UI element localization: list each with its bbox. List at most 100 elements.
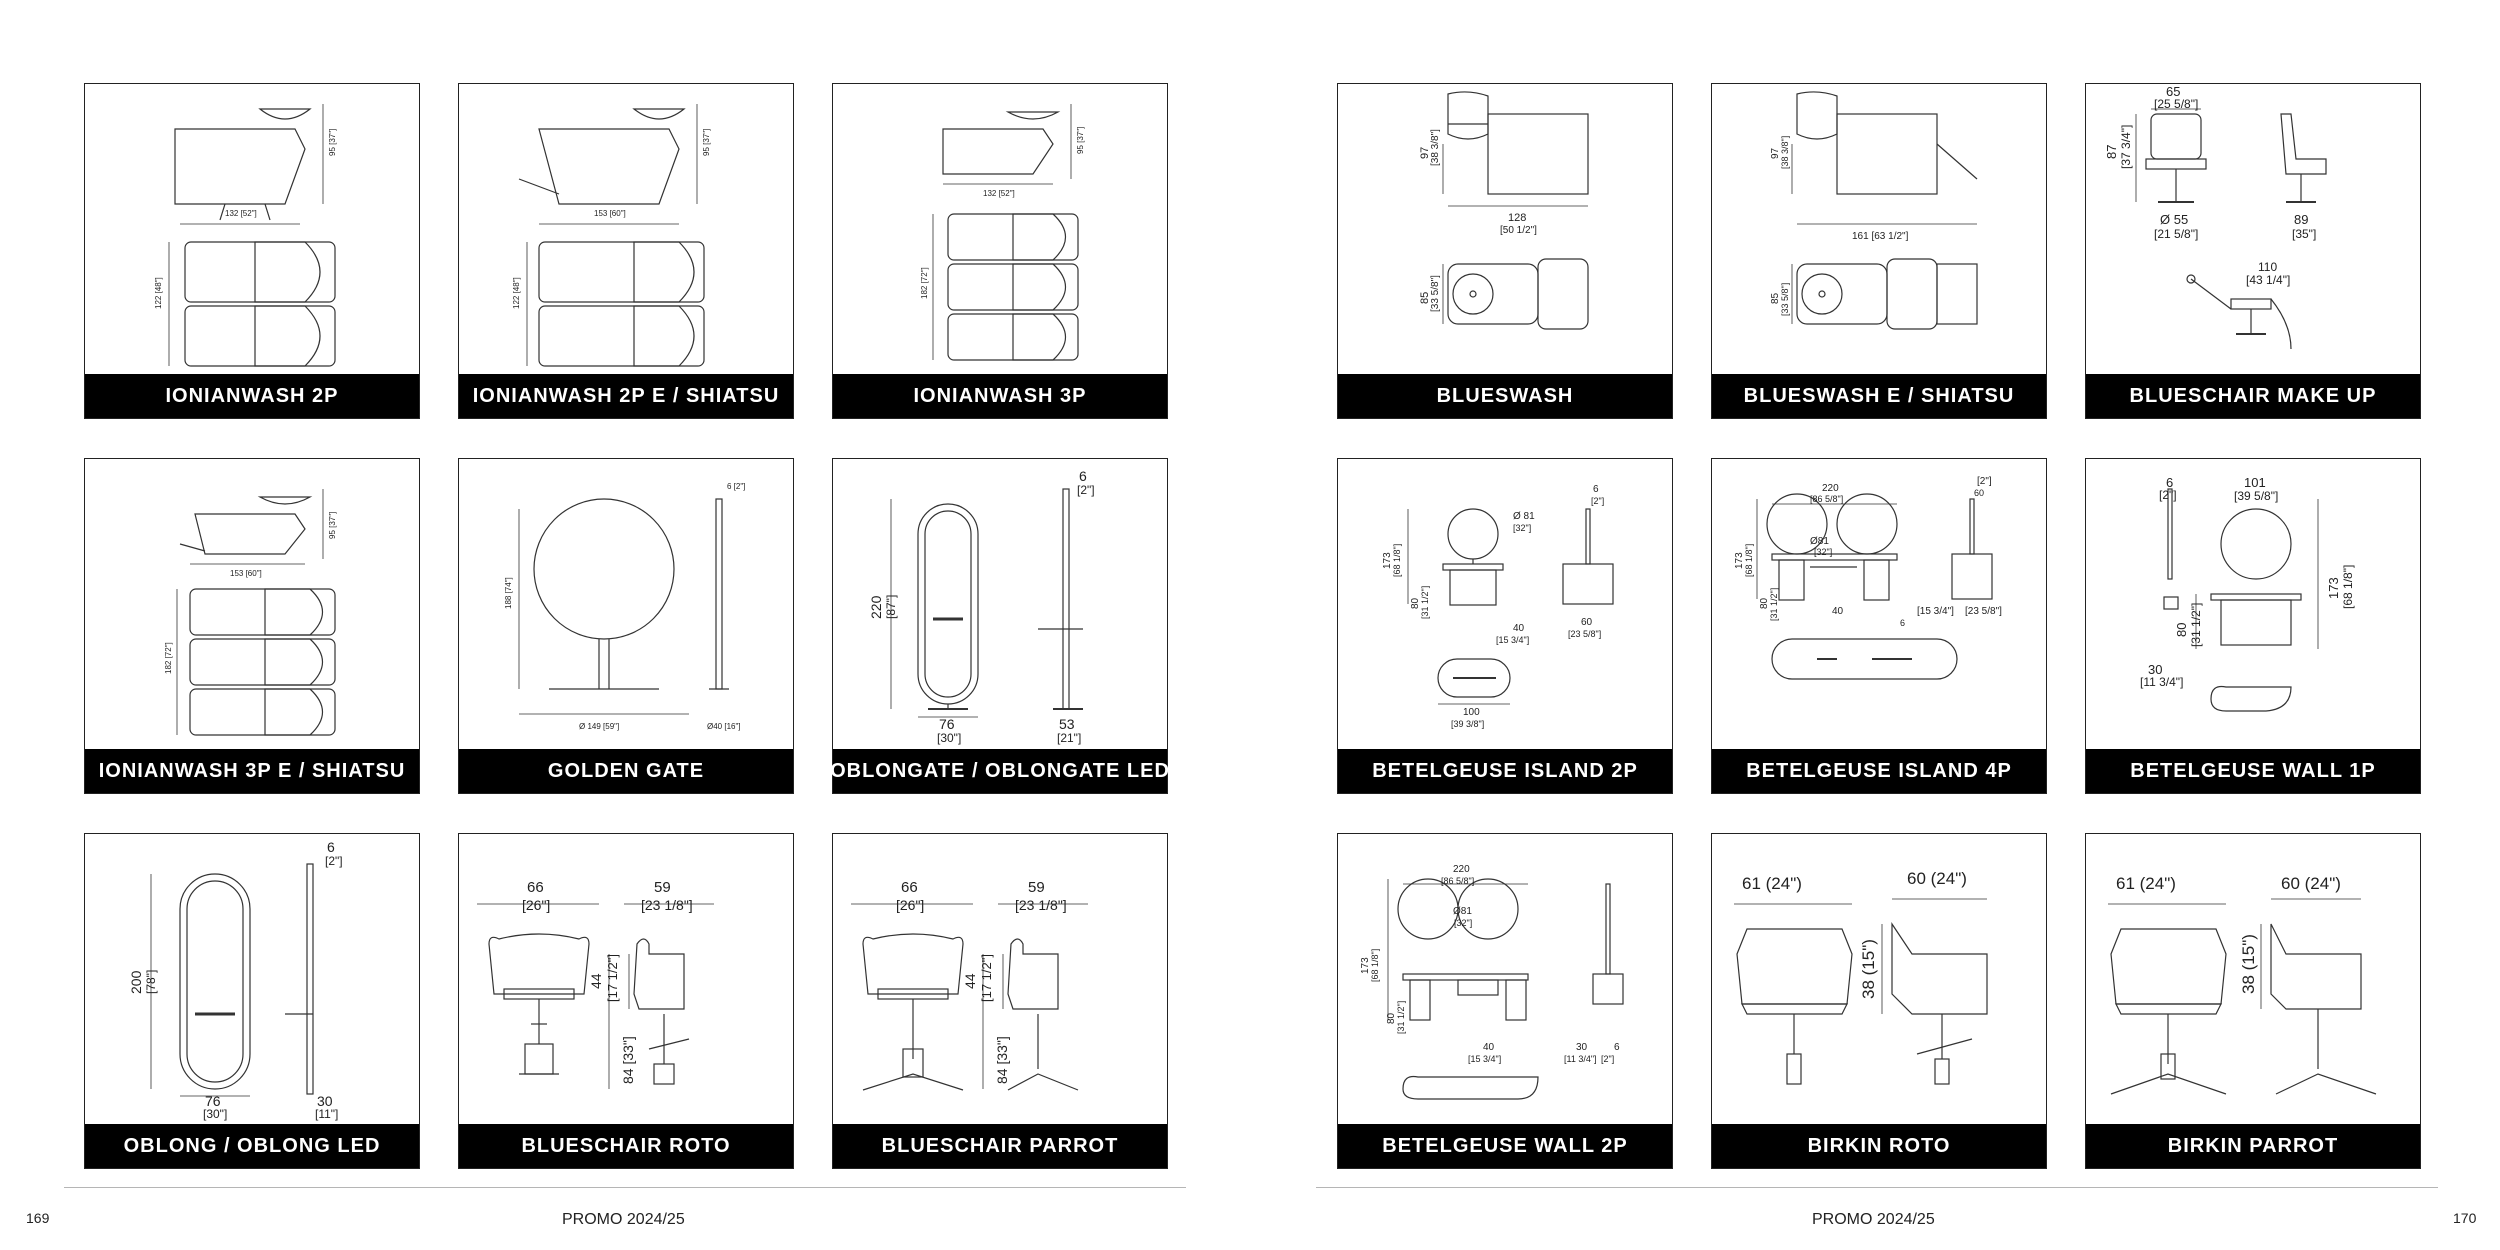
- dimension-label: 59: [1028, 879, 1045, 896]
- dimension-label: 60 (24"): [2281, 874, 2341, 893]
- dimension-label: [32"]: [1814, 547, 1832, 557]
- dimension-label: [31 1/2"]: [2189, 603, 2203, 647]
- product-card: 61 (24") 60 (24") 38 (15") BIRKIN ROTO: [1711, 833, 2047, 1169]
- dimension-label: 101: [2244, 475, 2266, 490]
- dimension-label: 122 [48"]: [154, 277, 163, 309]
- dimension-label: 153 [60"]: [230, 569, 262, 578]
- product-drawing: 65 [25 5/8"] 87 [37 3/4"] Ø 55 [21 5/8"]…: [2104, 84, 2327, 350]
- dimension-label: 65: [2166, 84, 2180, 99]
- dimension-label: 61 (24"): [2116, 874, 2176, 893]
- product-name: BLUESCHAIR PARROT: [833, 1124, 1167, 1168]
- dimension-label: 97: [1770, 147, 1781, 159]
- dimension-label: 173: [1382, 552, 1393, 569]
- dimension-label: [21"]: [1057, 731, 1081, 745]
- product-name: BLUESWASH: [1338, 374, 1672, 418]
- dimension-label: 100: [1463, 707, 1480, 718]
- dimension-label: Ø 55: [2160, 212, 2188, 227]
- footer-divider-left: [64, 1187, 1186, 1188]
- product-drawing: 6 [2"] 101 [39 5/8"] 173 [68 1/8"] 80 [3…: [2140, 475, 2355, 712]
- dimension-label: [43 1/4"]: [2246, 273, 2290, 287]
- product-card: 6 [2"] 220 [87"] 76 [30"] 53 [21"] OBLON…: [830, 458, 1169, 794]
- dimension-label: 182 [72"]: [164, 642, 173, 674]
- product-card: 6 [2"] 101 [39 5/8"] 173 [68 1/8"] 80 [3…: [2085, 458, 2421, 794]
- dimension-label: [68 1/8"]: [1370, 949, 1380, 982]
- dimension-label: 44: [962, 973, 978, 989]
- product-card: 173 [68 1/8"] Ø 81 [32"] 80 [31 1/2"] 40…: [1337, 458, 1673, 794]
- dimension-label: 128: [1508, 212, 1526, 224]
- dimension-label: [68 1/8"]: [1744, 544, 1754, 577]
- dimension-label: 60: [1974, 488, 1984, 498]
- product-card: 95 [37"] 132 [52"] 122 [48"] IONIANWASH …: [84, 83, 420, 419]
- dimension-label: [86 5/8"]: [1441, 876, 1474, 886]
- dimension-label: 40: [1513, 623, 1525, 634]
- product-card: 220 [86 5/8"] Ø81 [32"] 173 [68 1/8"] 80…: [1337, 833, 1673, 1169]
- dimension-label: [30"]: [937, 731, 961, 745]
- product-drawing: 95 [37"] 132 [52"] 122 [48"]: [154, 104, 337, 367]
- dimension-label: [2"]: [1077, 483, 1095, 497]
- dimension-label: [26"]: [896, 897, 924, 913]
- page-number-left: 169: [26, 1210, 50, 1226]
- page-number-right: 170: [2453, 1210, 2477, 1226]
- dimension-label: 95 [37"]: [702, 129, 711, 156]
- dimension-label: 95 [37"]: [328, 129, 337, 156]
- dimension-label: 6: [1079, 468, 1087, 484]
- dimension-label: Ø81: [1810, 536, 1829, 547]
- dimension-label: [15 3/4"]: [1496, 635, 1529, 645]
- product-name: IONIANWASH 2P: [85, 374, 419, 418]
- product-card: 95 [37"] 153 [60"] 182 [72"] IONIANWASH …: [84, 458, 420, 794]
- dimension-label: 80: [1410, 597, 1421, 609]
- product-name: OBLONG / OBLONG LED: [85, 1124, 419, 1168]
- dimension-label: 61 (24"): [1742, 874, 1802, 893]
- product-card: 97 [38 3/8"] 161 [63 1/2"] 85 [33 5/8"] …: [1711, 83, 2047, 419]
- dimension-label: [31 1/2"]: [1769, 588, 1779, 621]
- dimension-label: [23 5/8"]: [1965, 606, 2002, 617]
- dimension-label: [68 1/8"]: [1392, 544, 1402, 577]
- product-name: BIRKIN PARROT: [2086, 1124, 2420, 1168]
- dimension-label: [15 3/4"]: [1917, 606, 1954, 617]
- dimension-label: Ø40 [16"]: [707, 722, 741, 731]
- dimension-label: [11"]: [315, 1107, 338, 1121]
- product-drawing: 66 [26"] 59 [23 1/8"] 44 [17 1/2"] 84 [3…: [851, 879, 1088, 1091]
- dimension-label: [68 1/8"]: [2341, 565, 2355, 609]
- dimension-label: 173: [1360, 957, 1371, 974]
- dimension-label: 6: [1900, 618, 1905, 628]
- dimension-label: 220: [1822, 483, 1839, 494]
- product-name: BLUESCHAIR MAKE UP: [2086, 374, 2420, 418]
- dimension-label: [17 1/2"]: [605, 954, 620, 1002]
- dimension-label: 60: [1581, 617, 1593, 628]
- dimension-label: 188 [74"]: [504, 577, 513, 609]
- dimension-label: [23 1/8"]: [641, 897, 693, 913]
- product-drawing: 220 [86 5/8"] Ø81 [32"] 173 [68 1/8"] 80…: [1734, 476, 2002, 680]
- product-name: IONIANWASH 2P E / SHIATSU: [459, 374, 793, 418]
- dimension-label: 95 [37"]: [328, 512, 337, 539]
- product-drawing: 61 (24") 60 (24") 38 (15"): [2108, 874, 2377, 1095]
- dimension-label: [38 3/8"]: [1430, 129, 1441, 166]
- dimension-label: 220: [1453, 864, 1470, 875]
- dimension-label: [32"]: [1454, 918, 1472, 928]
- product-drawing: 97 [38 3/8"] 161 [63 1/2"] 85 [33 5/8"]: [1770, 91, 1978, 330]
- dimension-label: [31 1/2"]: [1396, 1001, 1406, 1034]
- dimension-label: 38 (15"): [2239, 934, 2258, 994]
- dimension-label: 6: [1614, 1042, 1620, 1053]
- dimension-label: [11 3/4"]: [1564, 1054, 1597, 1064]
- dimension-label: [37 3/4"]: [2119, 125, 2133, 169]
- footer-title-right: PROMO 2024/25: [1812, 1211, 1935, 1228]
- product-name: IONIANWASH 3P E / SHIATSU: [85, 749, 419, 793]
- dimension-label: 97: [1419, 147, 1431, 159]
- dimension-label: 220: [868, 595, 884, 619]
- dimension-label: 182 [72"]: [920, 267, 929, 299]
- dimension-label: [23 5/8"]: [1568, 629, 1601, 639]
- dimension-label: 30: [317, 1093, 333, 1109]
- product-card: 61 (24") 60 (24") 38 (15") BIRKIN PARROT: [2085, 833, 2421, 1169]
- product-drawing: 6 [2"] 188 [74"] Ø 149 [59"] Ø40 [16"]: [504, 482, 745, 731]
- dimension-label: [23 1/8"]: [1015, 897, 1067, 913]
- dimension-label: [17 1/2"]: [979, 954, 994, 1002]
- dimension-label: [21 5/8"]: [2154, 227, 2198, 241]
- product-drawing: 61 (24") 60 (24") 38 (15"): [1734, 869, 1988, 1085]
- product-name: BLUESCHAIR ROTO: [459, 1124, 793, 1168]
- product-drawing: 6 [2"] 220 [87"] 76 [30"] 53 [21"]: [868, 468, 1095, 745]
- product-name: BETELGEUSE WALL 1P: [2086, 749, 2420, 793]
- dimension-label: [33 5/8"]: [1780, 283, 1790, 316]
- dimension-label: 95 [37"]: [1076, 127, 1085, 154]
- product-card: 95 [37"] 153 [60"] 122 [48"] IONIANWASH …: [458, 83, 794, 419]
